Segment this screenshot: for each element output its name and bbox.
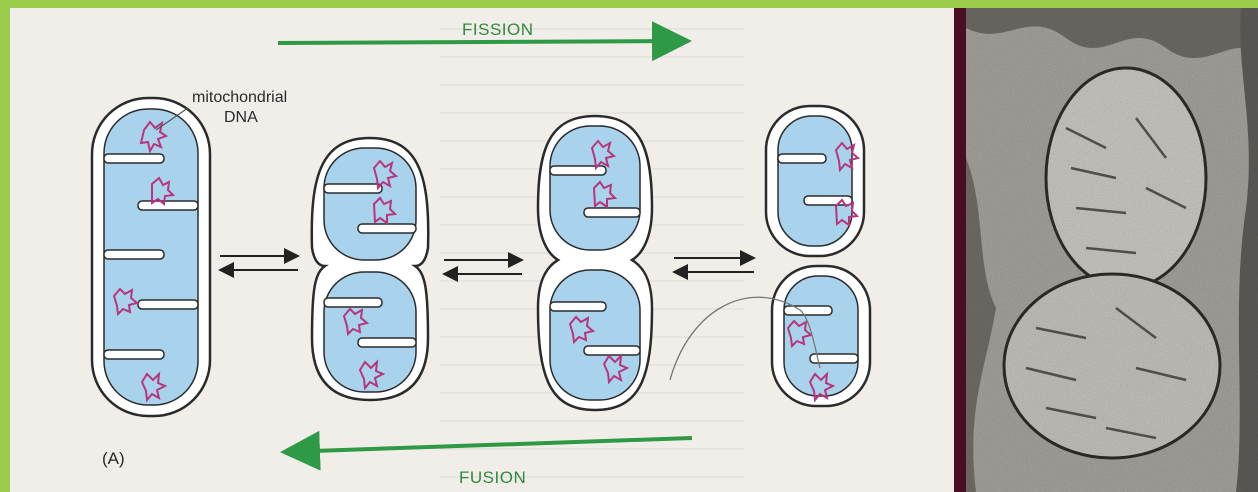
mitochondrion-1 — [92, 98, 210, 416]
mitochondrion-2 — [312, 138, 428, 400]
fusion-arrow — [284, 438, 692, 452]
equilibrium-arrows-1 — [220, 256, 298, 270]
equilibrium-arrows-2 — [444, 260, 522, 274]
electron-micrograph — [966, 8, 1258, 492]
mitochondrial-dna-label: mitochondrial DNA — [192, 88, 287, 128]
fusion-label: FUSION — [459, 468, 526, 488]
equilibrium-arrows-3 — [674, 258, 754, 272]
diagram-panel: ________________________________________… — [10, 8, 954, 492]
mitochondrion-4a — [766, 106, 864, 256]
divider-bar — [954, 8, 966, 492]
mitochondrial-dna-label-line1: mitochondrial — [192, 88, 287, 108]
panel-label: (A) — [102, 449, 125, 469]
mitochondrial-dna-label-line2: DNA — [192, 108, 287, 128]
mitochondrion-3 — [538, 116, 652, 410]
fission-arrow — [278, 41, 688, 43]
mitochondrion-4b — [772, 266, 870, 406]
fission-label: FISSION — [462, 20, 534, 40]
mitochondria-diagram — [10, 8, 954, 492]
micrograph-image — [966, 8, 1258, 492]
